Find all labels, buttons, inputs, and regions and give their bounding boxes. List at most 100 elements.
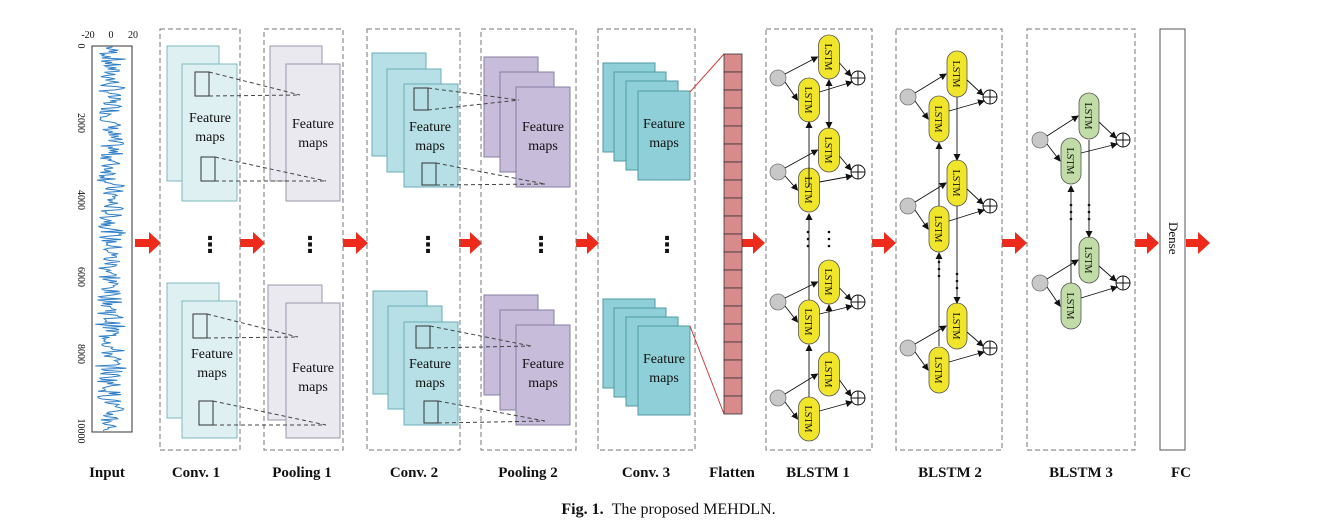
connection-arrow [948,350,985,363]
flatten-cell [723,233,743,253]
feature-maps-line1: Feature [522,120,564,135]
ellipsis-dot [955,279,959,283]
connection-arrow [784,149,819,169]
lstm-label: LSTM [802,87,813,114]
lstm-cell: LSTM [1060,282,1082,330]
pooling-connectors-1 [206,71,327,426]
arrow-right-icon [576,232,599,254]
connection-arrow [948,208,985,222]
flatten-cell [723,323,743,343]
connection-arrow [839,155,852,171]
lstm-cell: LSTM [928,346,950,394]
feature-maps-line1: Feature [191,347,233,362]
sum-icon [850,294,866,310]
arrow-right-icon [1186,232,1210,254]
ellipsis: ⋮ [656,233,678,258]
conv1-block: Feature maps ⋮ Feature maps [159,28,241,451]
pool2-block: Feature maps ⋮ Feature maps [480,28,577,451]
feature-maps-line1: Feature [292,361,334,376]
flatten-cell [723,161,743,181]
flatten-cell [723,125,743,145]
feature-maps-line1: Feature [409,120,451,135]
conv3-label: Conv. 3 [622,465,670,481]
lstm-label: LSTM [822,137,833,164]
connection-arrow [966,79,984,96]
lstm-cell: LSTM [946,302,968,350]
pool1-block: Feature maps ⋮ Feature maps [263,28,344,451]
sum-icon [850,164,866,180]
y-tick-10000: 10000 [75,419,86,444]
input-node [769,389,787,407]
ellipsis: ⋮ [530,233,552,258]
feature-maps-line2: maps [649,136,679,151]
feature-maps-line1: Feature [522,357,564,372]
sum-icon [982,198,998,214]
lstm-cell: LSTM [928,205,950,253]
connection-arrow [914,73,947,94]
signal-trace [95,46,127,432]
lstm-label: LSTM [1082,247,1093,274]
flatten-cell [723,377,743,397]
lstm-label: LSTM [932,106,943,133]
flatten-cell [723,287,743,307]
lstm-cell: LSTM [818,34,840,80]
connection-arrow [819,80,853,93]
blstm1-block [765,28,873,451]
connection-arrow [1098,121,1117,139]
flatten-cell [723,305,743,325]
caption-text: The proposed MEHDLN. [611,501,776,518]
flatten-cell [723,395,743,415]
feature-maps-line2: maps [195,130,225,145]
input-node [769,163,787,181]
connection-arrow [1080,142,1118,154]
input-node [1031,274,1049,292]
lstm-cell: LSTM [928,95,950,143]
lstm-label: LSTM [950,61,961,88]
sum-icon [982,89,998,105]
dense-label: Dense [1166,222,1181,255]
arrow-right-icon [742,232,765,254]
connection-arrow [948,99,985,112]
connection-arrow [784,56,819,75]
connection-arrow [784,81,799,101]
x-tick-0: 0 [109,30,114,41]
conv1-label: Conv. 1 [172,465,220,481]
sum-icon [1115,132,1131,148]
x-tick-20: 20 [128,30,138,41]
y-tick-2000: 2000 [75,113,86,133]
ellipsis-dot [1069,217,1073,221]
feature-maps-line2: maps [298,136,328,151]
connection-arrow [914,351,929,371]
figure-caption: Fig. 1.The proposed MEHDLN. [0,501,1337,519]
x-tick-neg20: -20 [81,30,94,41]
flatten-cell [723,179,743,199]
lstm-label: LSTM [822,44,833,71]
y-tick-6000: 6000 [75,267,86,287]
connection-arrow [966,188,984,205]
ellipsis-dot [806,237,810,241]
lstm-cell: LSTM [818,351,840,397]
lstm-cell: LSTM [798,299,820,345]
lstm-label: LSTM [822,361,833,388]
lstm-label: LSTM [802,309,813,336]
lstm-cell: LSTM [798,77,820,123]
feature-maps-line1: Feature [292,117,334,132]
flatten-cell [723,269,743,289]
ellipsis-dot [1069,203,1073,207]
ellipsis-dot [955,286,959,290]
sum-icon [982,340,998,356]
connection-arrow [1046,143,1061,162]
lstm-label: LSTM [802,406,813,433]
lstm-cell: LSTM [818,127,840,173]
ellipsis-dot [827,237,831,241]
arrow-right-icon [459,232,482,254]
feature-maps-line2: maps [528,376,558,391]
connection-arrow [1046,259,1079,280]
ellipsis-dot [806,230,810,234]
conv3-block: Feature maps ⋮ Feature maps [597,28,696,451]
connection-arrow [784,281,819,299]
sum-icon [1115,275,1131,291]
connection-arrow [914,100,929,120]
blstm3-label: BLSTM 3 [1049,465,1113,481]
